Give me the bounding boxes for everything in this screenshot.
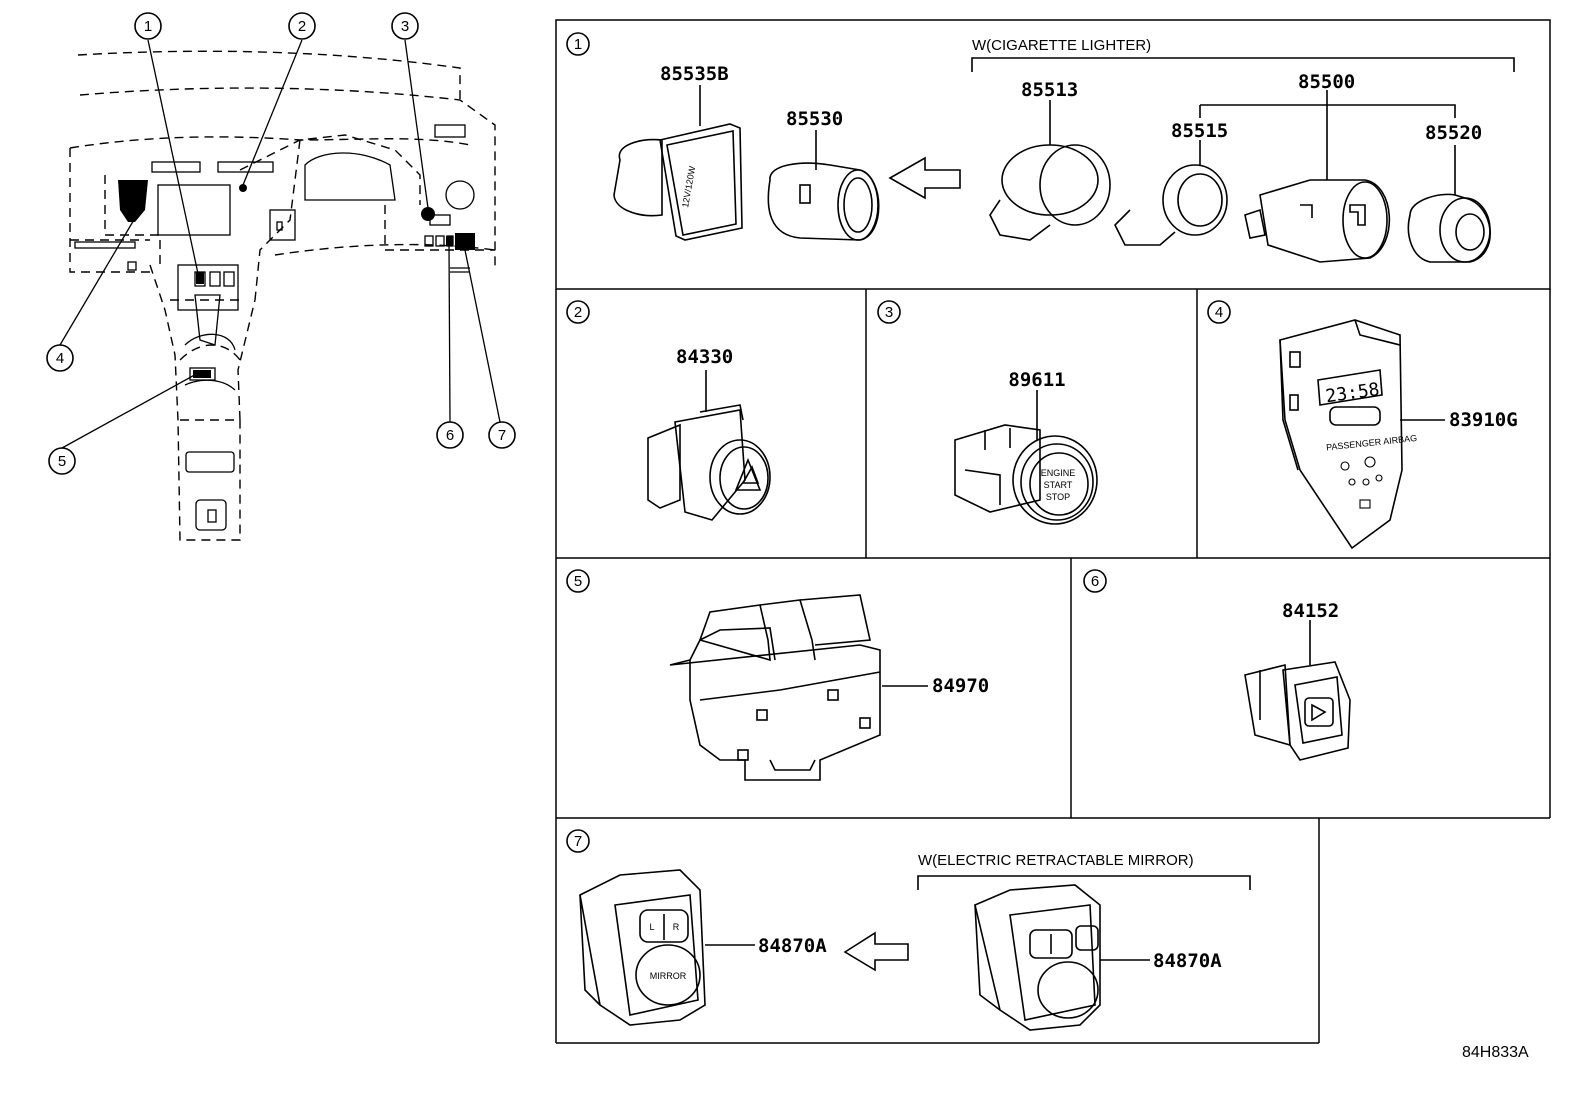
callout-6-label: 6 bbox=[446, 427, 454, 444]
callout-7[interactable] bbox=[488, 421, 516, 449]
part-84870A-basic[interactable]: 84870A bbox=[758, 935, 827, 957]
part-85500-drawing bbox=[1244, 179, 1391, 263]
callout-4-label: 4 bbox=[56, 350, 64, 367]
hazard-triangle-icon bbox=[734, 457, 762, 491]
part-85530[interactable]: 85530 bbox=[786, 108, 843, 130]
mirror-lr-right: R bbox=[673, 922, 680, 932]
panel-index-circles bbox=[566, 32, 1231, 853]
start-button-text-2: START bbox=[1044, 480, 1073, 490]
callout-5[interactable] bbox=[48, 447, 76, 475]
arrow-left-icon bbox=[843, 931, 909, 972]
callout-5-label: 5 bbox=[58, 453, 66, 470]
part-85535B-drawing bbox=[613, 85, 743, 241]
note-cigarette-lighter: W(CIGARETTE LIGHTER) bbox=[972, 37, 1151, 54]
callout-4[interactable] bbox=[46, 344, 74, 372]
panel-4: 83910G 23:58 PASSENGER AIRBAG bbox=[1279, 319, 1518, 550]
part-84970[interactable]: 84970 bbox=[932, 675, 989, 697]
part-85530-drawing bbox=[767, 130, 880, 241]
diagram-code: 84H833A bbox=[1462, 1044, 1529, 1061]
part-85520[interactable]: 85520 bbox=[1425, 122, 1482, 144]
panel-6: 84152 bbox=[1244, 600, 1351, 761]
callout-7-label: 7 bbox=[498, 427, 506, 444]
part-85513[interactable]: 85513 bbox=[1021, 79, 1078, 101]
mirror-switch-basic-drawing bbox=[579, 869, 909, 1026]
callout-3-label: 3 bbox=[401, 18, 409, 35]
mirror-lr-left: L bbox=[649, 922, 654, 932]
callout-1[interactable] bbox=[134, 12, 162, 40]
part-85500[interactable]: 85500 bbox=[1298, 71, 1355, 93]
part-84152[interactable]: 84152 bbox=[1282, 600, 1339, 622]
callout-3[interactable] bbox=[391, 12, 419, 40]
panel-3: 89611 ENGINE START STOP bbox=[954, 369, 1098, 525]
part-85520-drawing bbox=[1407, 145, 1491, 263]
panel-7: W(ELECTRIC RETRACTABLE MIRROR) 84870A 84… bbox=[579, 852, 1251, 1031]
airbag-label: PASSENGER AIRBAG bbox=[1326, 433, 1418, 452]
panel-5-index: 5 bbox=[574, 573, 582, 590]
clock-display: 23:58 bbox=[1324, 379, 1381, 407]
panel-frames bbox=[555, 19, 1551, 1044]
panel-5: 84970 bbox=[669, 594, 989, 781]
part-85513-drawing bbox=[989, 100, 1111, 241]
mirror-label: MIRROR bbox=[650, 971, 687, 981]
note-retractable-mirror: W(ELECTRIC RETRACTABLE MIRROR) bbox=[918, 852, 1194, 869]
part-85515[interactable]: 85515 bbox=[1171, 120, 1228, 142]
mirror-switch-retractable-drawing bbox=[974, 884, 1150, 1031]
callout-2-label: 2 bbox=[298, 18, 306, 35]
callout-1-label: 1 bbox=[144, 18, 152, 35]
part-85535B[interactable]: 85535B bbox=[660, 63, 729, 85]
part-89611[interactable]: 89611 bbox=[1008, 369, 1065, 391]
socket-label: 12V/120W bbox=[680, 165, 697, 209]
panel-4-index: 4 bbox=[1215, 304, 1223, 321]
part-85515-drawing bbox=[1114, 140, 1228, 246]
panel-2: 84330 bbox=[647, 346, 771, 521]
part-84330[interactable]: 84330 bbox=[676, 346, 733, 368]
callout-6[interactable] bbox=[436, 421, 464, 449]
part-83910G[interactable]: 83910G bbox=[1449, 409, 1518, 431]
start-button-text-3: STOP bbox=[1046, 492, 1070, 502]
dashboard-overview: 1 2 3 4 5 6 7 bbox=[46, 12, 516, 541]
panel-7-index: 7 bbox=[574, 833, 582, 850]
arrow-left-icon bbox=[888, 156, 961, 200]
panel-2-index: 2 bbox=[574, 304, 582, 321]
panel-1: W(CIGARETTE LIGHTER) 85535B 85530 85513 … bbox=[613, 37, 1515, 263]
panel-1-index: 1 bbox=[574, 36, 582, 53]
panel-6-index: 6 bbox=[1091, 573, 1099, 590]
panel-3-index: 3 bbox=[885, 304, 893, 321]
overview-callouts bbox=[46, 12, 516, 475]
callout-2[interactable] bbox=[288, 12, 316, 40]
part-84870A-retractable[interactable]: 84870A bbox=[1153, 950, 1222, 972]
start-button-text-1: ENGINE bbox=[1041, 468, 1076, 478]
